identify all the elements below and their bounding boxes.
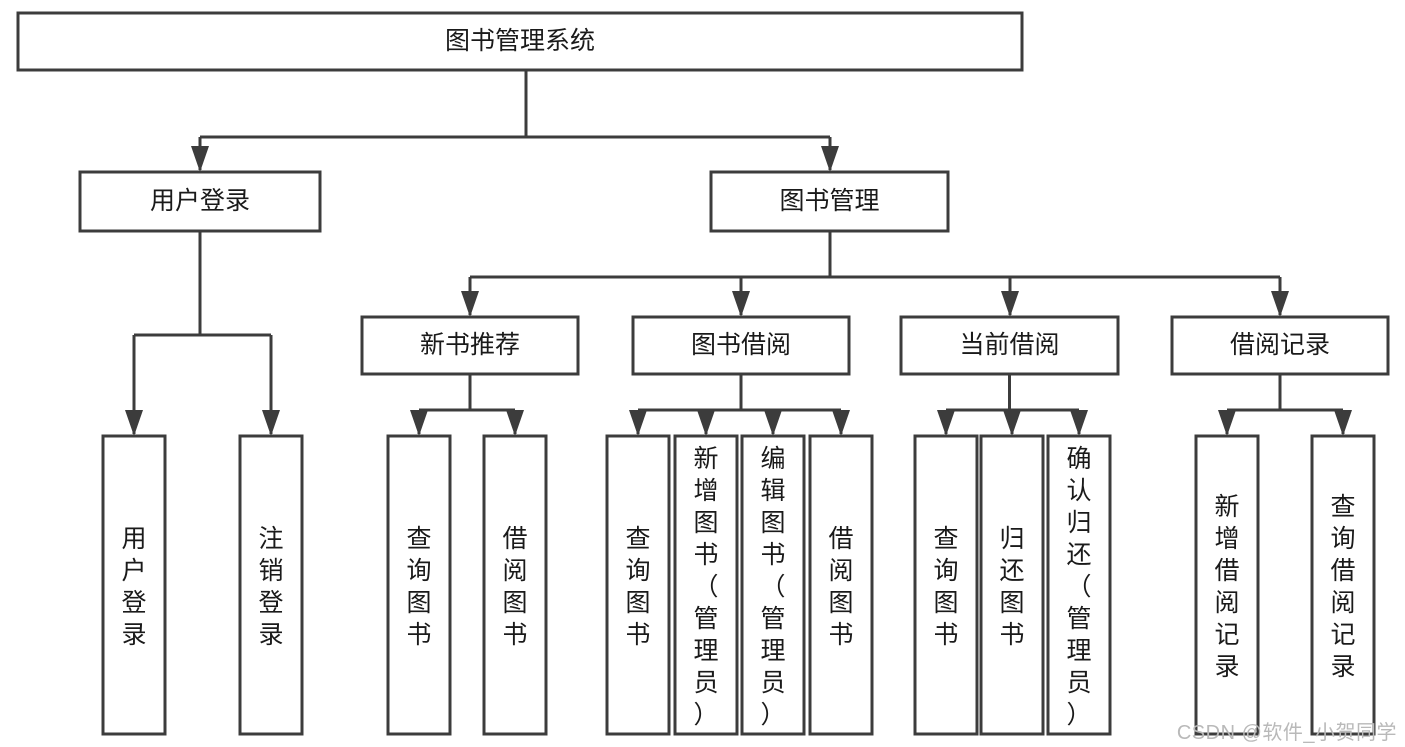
node-box[interactable] <box>360 315 580 376</box>
node-label: 注销登录 <box>258 525 283 649</box>
arrow-head-icon <box>1001 291 1019 317</box>
node-label: 查询图书 <box>406 525 431 649</box>
node-box[interactable] <box>1046 434 1112 736</box>
node-box[interactable] <box>899 315 1120 376</box>
arrow-head-icon <box>764 410 782 436</box>
node-leaf-return-book[interactable]: 归还图书 <box>979 434 1045 736</box>
node-box[interactable] <box>740 434 806 736</box>
node-box[interactable] <box>482 434 548 736</box>
arrow-head-icon <box>506 410 524 436</box>
node-leaf-query-borrow-record[interactable]: 查询借阅记录 <box>1310 434 1376 736</box>
arrow-head-icon <box>732 291 750 317</box>
node-leaf-query-book-current[interactable]: 查询图书 <box>913 434 979 736</box>
arrow-head-icon <box>1003 410 1021 436</box>
arrow-head-icon <box>1271 291 1289 317</box>
node-box[interactable] <box>1170 315 1390 376</box>
node-box[interactable] <box>1310 434 1376 736</box>
node-box[interactable] <box>16 11 1024 72</box>
arrow-head-icon <box>1070 410 1088 436</box>
node-box[interactable] <box>808 434 874 736</box>
node-user-login[interactable]: 用户登录 <box>78 170 322 233</box>
node-box[interactable] <box>979 434 1045 736</box>
node-box[interactable] <box>1194 434 1260 736</box>
node-box[interactable] <box>631 315 851 376</box>
node-box[interactable] <box>673 434 739 736</box>
node-label: 归还图书 <box>999 525 1024 649</box>
arrow-head-icon <box>629 410 647 436</box>
node-book-management[interactable]: 图书管理 <box>709 170 950 233</box>
arrow-head-icon <box>832 410 850 436</box>
node-label: 查询图书 <box>625 525 650 649</box>
arrow-head-icon <box>937 410 955 436</box>
arrow-head-icon <box>262 410 280 436</box>
node-label: 新书推荐 <box>420 331 520 359</box>
node-label: 查询图书 <box>933 525 958 649</box>
node-label: 查询借阅记录 <box>1330 493 1355 681</box>
arrow-head-icon <box>697 410 715 436</box>
node-root[interactable]: 图书管理系统 <box>16 11 1024 72</box>
node-label: 用户登录 <box>121 525 146 649</box>
node-label: 用户登录 <box>150 187 250 215</box>
node-box[interactable] <box>709 170 950 233</box>
node-label: 图书借阅 <box>691 331 791 359</box>
node-label: 图书管理 <box>779 187 879 215</box>
arrow-head-icon <box>1218 410 1236 436</box>
node-borrow-records[interactable]: 借阅记录 <box>1170 315 1390 376</box>
node-label: 借阅图书 <box>828 525 853 649</box>
arrow-head-icon <box>125 410 143 436</box>
node-leaf-confirm-return-admin[interactable]: 确认归还（管理员） <box>1046 434 1112 736</box>
node-label: 借阅图书 <box>502 525 527 649</box>
csdn-watermark: CSDN @软件_小贺同学 <box>1176 722 1397 744</box>
node-box[interactable] <box>605 434 671 736</box>
node-label: 图书管理系统 <box>445 27 595 55</box>
node-current-borrow[interactable]: 当前借阅 <box>899 315 1120 376</box>
node-leaf-user-logout[interactable]: 注销登录 <box>238 434 304 736</box>
arrow-head-icon <box>1334 410 1352 436</box>
node-label: 当前借阅 <box>959 331 1059 359</box>
node-leaf-user-login[interactable]: 用户登录 <box>101 434 167 736</box>
node-leaf-edit-book-admin[interactable]: 编辑图书（管理员） <box>740 434 806 736</box>
node-leaf-add-borrow-record[interactable]: 新增借阅记录 <box>1194 434 1260 736</box>
arrow-head-icon <box>410 410 428 436</box>
node-new-book-recommend[interactable]: 新书推荐 <box>360 315 580 376</box>
node-box[interactable] <box>238 434 304 736</box>
arrow-head-icon <box>461 291 479 317</box>
node-box[interactable] <box>386 434 452 736</box>
node-box[interactable] <box>101 434 167 736</box>
node-label: 新增图书（管理员） <box>693 445 718 729</box>
node-layer: 图书管理系统用户登录图书管理新书推荐图书借阅当前借阅借阅记录用户登录注销登录查询… <box>16 11 1390 736</box>
node-leaf-query-book-recommend[interactable]: 查询图书 <box>386 434 452 736</box>
node-leaf-borrow-book[interactable]: 借阅图书 <box>808 434 874 736</box>
arrow-head-icon <box>191 146 209 172</box>
node-label: 编辑图书（管理员） <box>760 445 785 729</box>
node-book-borrow[interactable]: 图书借阅 <box>631 315 851 376</box>
node-label: 借阅记录 <box>1230 331 1330 359</box>
node-box[interactable] <box>913 434 979 736</box>
node-leaf-add-book-admin[interactable]: 新增图书（管理员） <box>673 434 739 736</box>
node-leaf-borrow-book-recommend[interactable]: 借阅图书 <box>482 434 548 736</box>
arrow-head-icon <box>821 146 839 172</box>
node-leaf-query-book[interactable]: 查询图书 <box>605 434 671 736</box>
node-box[interactable] <box>78 170 322 233</box>
node-label: 新增借阅记录 <box>1214 493 1239 681</box>
connector-layer <box>125 70 1352 436</box>
node-label: 确认归还（管理员） <box>1066 445 1091 729</box>
